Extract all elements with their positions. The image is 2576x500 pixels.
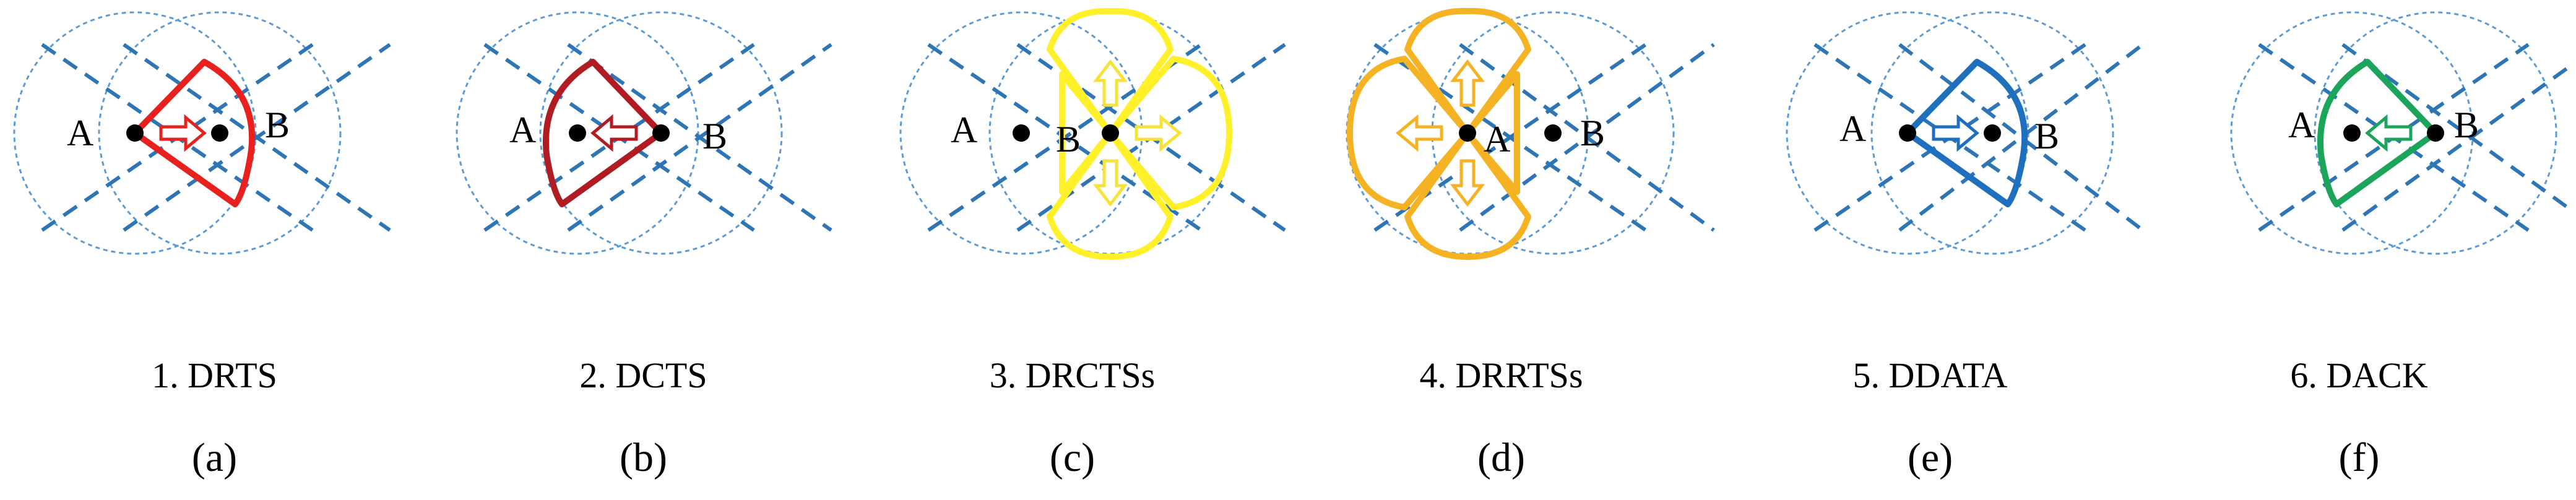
directional-beam-down — [1404, 130, 1531, 260]
subfigure-label: (a) — [191, 435, 238, 480]
dashed-diagonal — [2341, 43, 2573, 212]
range-circle-b — [539, 11, 783, 255]
left-arrow-icon — [590, 114, 638, 152]
range-circle-b — [2314, 11, 2557, 255]
node-b — [1544, 124, 1562, 142]
panel-a: A B 1. DRTS (a) — [0, 0, 429, 500]
directional-beam-left — [1347, 56, 1471, 210]
directional-beam-right — [1464, 71, 1520, 195]
directional-beam-down — [1047, 130, 1173, 260]
up-arrow-icon — [1450, 59, 1485, 107]
node-b — [211, 124, 228, 142]
panel-b: A B 2. DCTS (b) — [429, 0, 858, 500]
up-arrow-icon — [1092, 59, 1128, 107]
caption: 6. DACK — [2290, 355, 2428, 395]
dashed-diagonal — [567, 43, 832, 232]
caption: 4. DRRTSs — [1419, 355, 1583, 395]
diagram-drts: A B — [13, 11, 391, 255]
range-circle-a — [13, 11, 257, 255]
node-label-a: A — [1839, 108, 1866, 149]
subfigure-label: (e) — [1907, 435, 1953, 480]
directional-beam-up — [1404, 7, 1531, 136]
range-circle-b — [98, 11, 342, 255]
panel-f: A B 6. DACK (f) — [2145, 0, 2574, 500]
subfigure-label: (f) — [2338, 435, 2380, 480]
node-b — [2427, 124, 2444, 142]
directional-beam-up — [1047, 7, 1173, 136]
node-a — [126, 124, 144, 142]
diagram-dack: A B — [2230, 11, 2573, 255]
node-label-a: A — [509, 110, 536, 150]
node-label-a: A — [67, 113, 93, 153]
subfigure-label: (c) — [1049, 435, 1096, 480]
node-label-b: B — [1580, 113, 1605, 153]
right-arrow-icon — [1135, 114, 1182, 152]
right-arrow-icon — [1932, 114, 1979, 152]
range-circle-b — [1870, 11, 2114, 255]
node-b — [652, 124, 670, 142]
range-circle-a — [2230, 11, 2474, 255]
diagram-drctss: A B — [899, 7, 1286, 260]
dashed-diagonal — [123, 43, 391, 232]
left-arrow-icon — [2365, 114, 2413, 152]
panel-d: A B 4. DRRTSs (d) — [1287, 0, 1716, 500]
dashed-diagonal — [1459, 43, 1715, 232]
node-label-b: B — [2034, 116, 2059, 157]
node-label-b: B — [1056, 119, 1081, 160]
node-a — [1459, 124, 1476, 142]
node-a — [1899, 124, 1916, 142]
node-a — [2343, 124, 2361, 142]
range-circle-a — [456, 11, 699, 255]
panel-c: A B 3. DRCTSs (c) — [858, 0, 1287, 500]
directional-beam — [543, 59, 664, 207]
node-label-a: A — [1484, 119, 1510, 160]
dashed-diagonal — [2341, 63, 2573, 232]
directional-beam — [132, 59, 256, 207]
down-arrow-icon — [1092, 159, 1128, 207]
node-label-a: A — [951, 110, 977, 150]
node-label-b: B — [265, 105, 290, 145]
node-a — [569, 124, 586, 142]
left-arrow-icon — [1396, 114, 1443, 152]
directional-beam-right — [1107, 56, 1232, 210]
directional-beam-left — [1059, 71, 1113, 195]
diagram-dcts: A B — [456, 11, 832, 255]
diagram-ddata: A B — [1786, 11, 2144, 255]
node-a — [1013, 124, 1030, 142]
caption: 2. DCTS — [579, 355, 707, 395]
caption: 1. DRTS — [152, 355, 277, 395]
subfigure-label: (b) — [620, 435, 667, 480]
node-b — [1984, 124, 2001, 142]
down-arrow-icon — [1450, 159, 1485, 207]
node-b — [1102, 124, 1119, 142]
node-label-b: B — [2454, 105, 2479, 145]
node-label-b: B — [702, 116, 727, 157]
right-arrow-icon — [159, 114, 207, 152]
diagram-drrtss: A B — [1346, 7, 1715, 260]
subfigure-label: (d) — [1477, 435, 1525, 480]
panel-e: A B 5. DDATA (e) — [1716, 0, 2145, 500]
caption: 5. DDATA — [1852, 355, 2008, 395]
directional-beam — [2317, 59, 2439, 207]
caption: 3. DRCTSs — [989, 355, 1156, 395]
node-label-a: A — [2288, 105, 2315, 145]
directional-beam — [1904, 59, 2028, 207]
